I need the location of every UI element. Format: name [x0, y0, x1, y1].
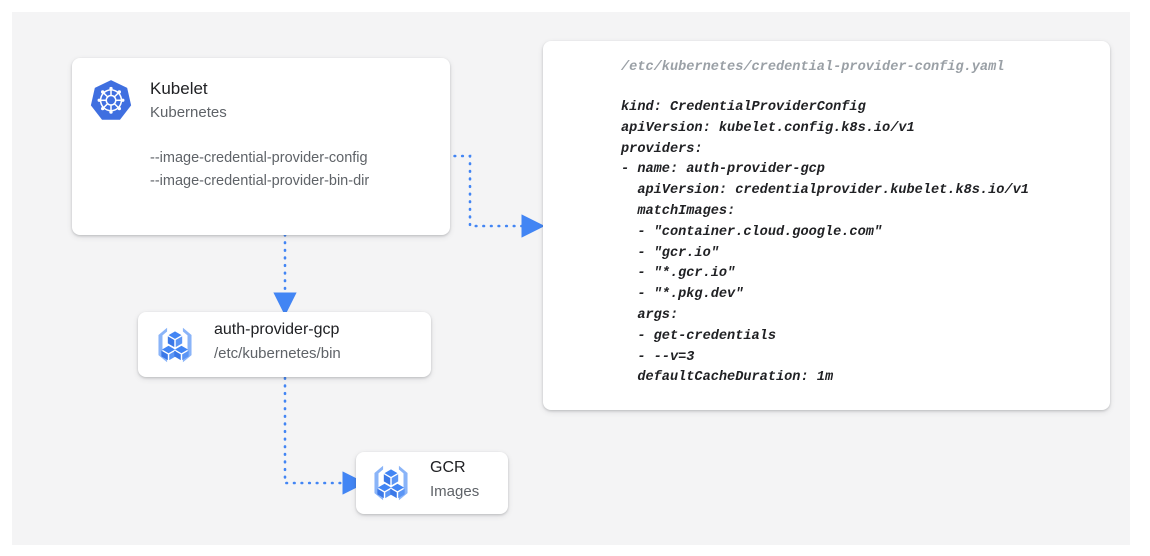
credential-provider-config-panel[interactable]: /etc/kubernetes/credential-provider-conf… [543, 41, 1110, 410]
yaml-line: defaultCacheDuration: 1m [621, 370, 834, 386]
yaml-line: - get-credentials [621, 328, 776, 344]
kubelet-title: Kubelet [150, 79, 208, 98]
yaml-line: - name: auth-provider-gcp [621, 162, 825, 178]
yaml-line: - "container.cloud.google.com" [621, 224, 883, 240]
kubelet-header: Kubelet Kubernetes [150, 76, 440, 125]
gcr-title: GCR [430, 459, 466, 476]
container-registry-icon [374, 465, 408, 501]
yaml-line: providers: [621, 141, 703, 157]
yaml-line: - "gcr.io" [621, 245, 719, 261]
container-registry-icon [158, 327, 192, 363]
yaml-line: args: [621, 307, 679, 323]
kubernetes-logo-icon [90, 80, 132, 120]
kubelet-flag-list: --image-credential-provider-config --ima… [150, 147, 440, 193]
auth-provider-header: auth-provider-gcp /etc/kubernetes/bin [214, 318, 341, 366]
yaml-line: - --v=3 [621, 349, 695, 365]
kubelet-node-card[interactable]: Kubelet Kubernetes --image-credential-pr… [72, 58, 450, 235]
yaml-content: /etc/kubernetes/credential-provider-conf… [621, 57, 1098, 400]
kubelet-subtitle: Kubernetes [150, 104, 227, 121]
kubelet-flag-config: --image-credential-provider-config [150, 150, 368, 166]
yaml-line: - "*.gcr.io" [621, 266, 736, 282]
yaml-line: kind: CredentialProviderConfig [621, 100, 866, 115]
yaml-file-path: /etc/kubernetes/credential-provider-conf… [621, 60, 1005, 75]
yaml-line: matchImages: [621, 203, 736, 219]
yaml-line: apiVersion: credentialprovider.kubelet.k… [621, 183, 1029, 199]
auth-provider-title: auth-provider-gcp [214, 321, 340, 338]
auth-provider-subtitle: /etc/kubernetes/bin [214, 345, 341, 362]
kubelet-flag-bin-dir: --image-credential-provider-bin-dir [150, 173, 370, 189]
gcr-node-card[interactable]: GCR Images [356, 452, 508, 514]
yaml-line: - "*.pkg.dev" [621, 287, 744, 303]
gcr-subtitle: Images [430, 483, 480, 500]
gcr-header: GCR Images [430, 456, 479, 504]
yaml-line: apiVersion: kubelet.config.k8s.io/v1 [621, 120, 915, 136]
yaml-line-list: kind: CredentialProviderConfig apiVersio… [621, 98, 1098, 389]
auth-provider-gcp-node-card[interactable]: auth-provider-gcp /etc/kubernetes/bin [138, 312, 431, 377]
